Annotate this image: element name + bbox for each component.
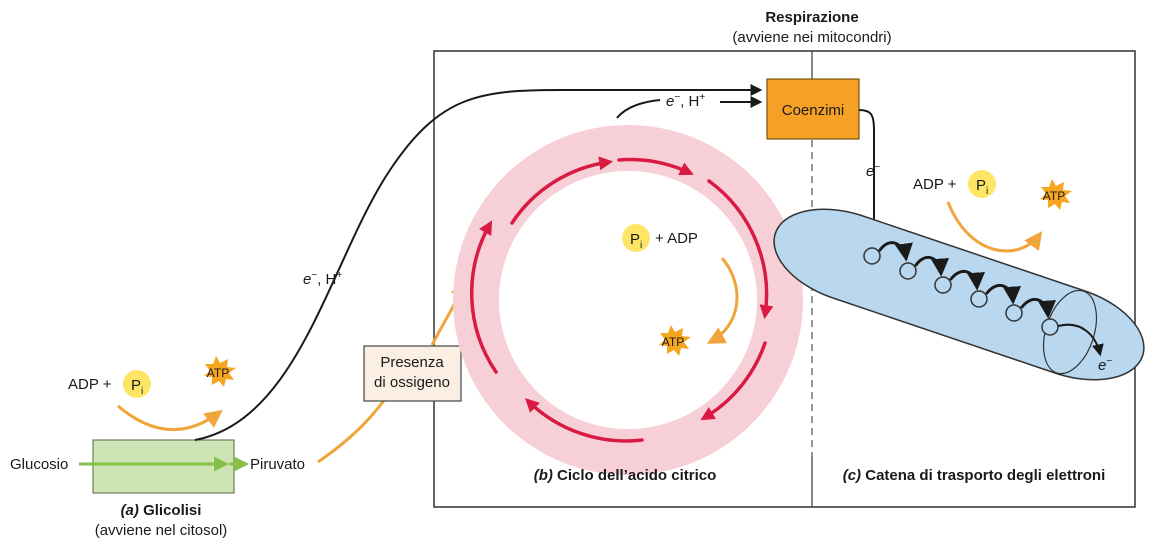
electron-carriers — [863, 247, 1059, 336]
coenzymes-to-chain-arrow — [858, 109, 880, 241]
pyruvate-to-oxygen-line — [317, 394, 390, 464]
svg-text:Pi: Pi — [630, 231, 642, 251]
cycle-adp-label: + ADP — [655, 230, 698, 247]
glycolysis-title: (a) Glicolisi — [121, 502, 202, 519]
transport-chain-title: (c) Catena di trasporto degli elettroni — [843, 467, 1106, 484]
cycle-electron-path — [616, 99, 661, 119]
glycolysis-box — [92, 439, 235, 494]
glycolysis-adp-label: ADP + — [68, 376, 112, 393]
respiration-title: Respirazione — [765, 9, 858, 26]
oxygen-box — [363, 345, 462, 402]
citric-cycle-arrows — [470, 156, 774, 443]
coenzymes-box — [766, 78, 860, 140]
cycle-atp-star: ATP — [659, 325, 691, 356]
glycolysis-subtitle: (avviene nel citosol) — [95, 522, 228, 539]
svg-text:ATP: ATP — [662, 335, 684, 349]
citric-cycle-title: (b) Ciclo dell’acido citrico — [534, 467, 717, 484]
glycolysis-electron-label: e−, H+ — [303, 270, 342, 288]
respiration-subtitle: (avviene nei mitocondri) — [732, 29, 891, 46]
svg-text:ATP: ATP — [1043, 189, 1065, 203]
chain-atp-arrow — [946, 201, 1043, 253]
cycle-electron-label: e−, H+ — [666, 92, 705, 110]
cycle-atp-arrow — [706, 257, 739, 344]
chain-adp-label: ADP + — [913, 176, 957, 193]
oxygen-line2: di ossigeno — [374, 374, 450, 391]
glycolysis-atp-star: ATP — [204, 356, 236, 387]
pyruvate-label: Piruvato — [250, 456, 305, 473]
citric-cycle-ring — [453, 125, 803, 475]
cycle-pi-icon: Pi — [622, 224, 650, 252]
electron-exit-arrow — [1057, 323, 1104, 357]
glycolysis-electron-path — [194, 84, 763, 441]
chain-atp-star: ATP — [1040, 179, 1072, 210]
glycolysis-pi-icon: Pi — [123, 370, 151, 398]
electron-hops — [878, 241, 1057, 319]
svg-text:Pi: Pi — [131, 377, 143, 397]
membrane-cylinder — [773, 208, 1145, 381]
chain-electron-in-label: e− — [866, 162, 880, 180]
glucose-label: Glucosio — [10, 456, 68, 473]
coenzymes-label: Coenzimi — [782, 102, 845, 119]
svg-text:ATP: ATP — [207, 366, 229, 380]
oxygen-line1: Presenza — [380, 354, 444, 371]
chain-electron-out-label: e− — [1098, 356, 1112, 374]
chain-pi-icon: Pi — [968, 170, 996, 198]
svg-text:Pi: Pi — [976, 177, 988, 197]
glycolysis-atp-arrow — [117, 404, 223, 431]
